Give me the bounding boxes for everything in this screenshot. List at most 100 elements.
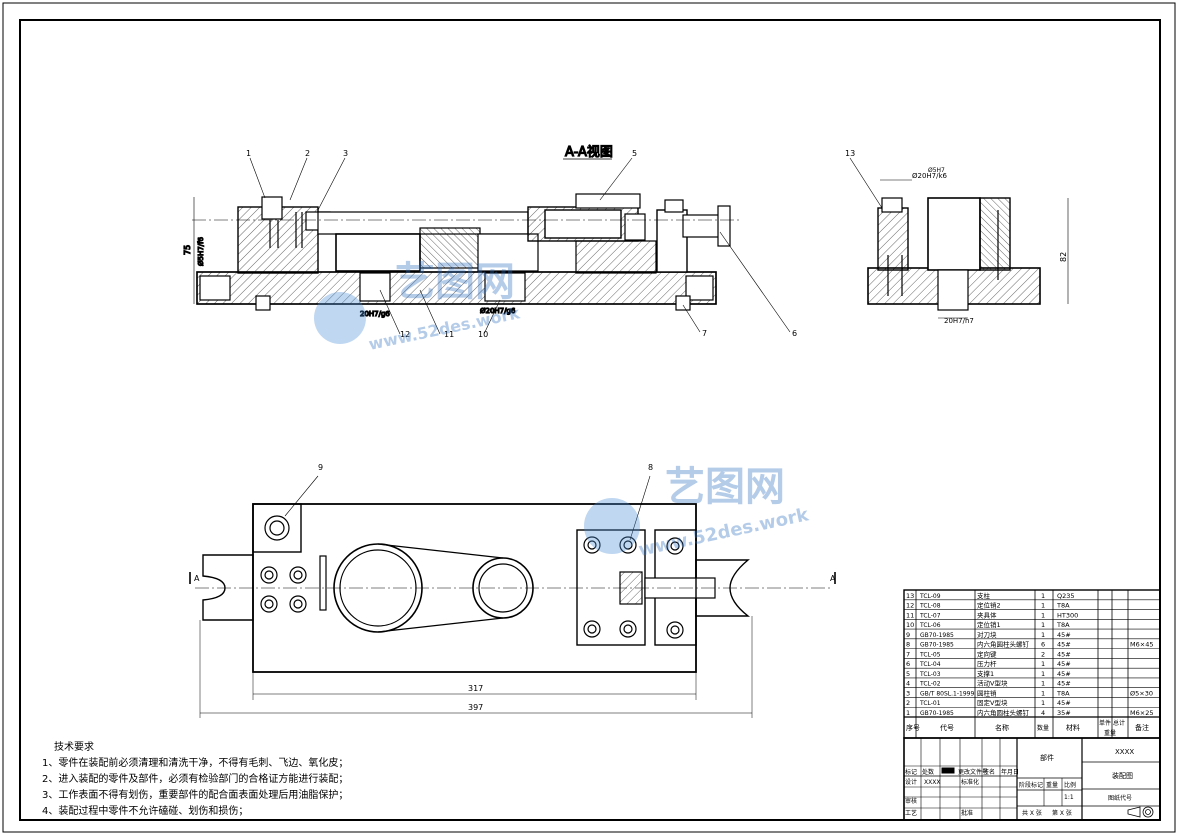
callout-9: 9 [318,463,323,472]
bom-cell-mat: 45# [1057,660,1071,668]
bom-cell-qty: 1 [1041,680,1045,688]
bom-cell-code: TCL-02 [919,681,941,688]
bom-header: 序号 代号 名称 数量 材料 单件 总计 重量 备注 [904,716,1160,737]
bom-cell-no: 10 [906,621,914,629]
callout-10: 10 [478,330,488,339]
tb-mark: 标记 [905,768,917,776]
dim-317: 317 [468,684,483,693]
tb-type: 装配图 [1112,771,1133,780]
bom-cell-code: TCL-05 [919,651,941,658]
bom-cell-mat: T8A [1056,689,1070,697]
callout-12: 12 [400,330,410,339]
bom-cell-code: TCL-09 [919,593,941,600]
technical-requirements: 技术要求 1、零件在装配前必须清理和清洗干净，不得有毛刺、飞边、氧化皮； 2、进… [42,740,348,820]
bom-row: 7 TCL-05 定向键 2 45# [904,649,1160,659]
bom-cell-mat: 45# [1057,650,1071,658]
bom-cell-name: 圆柱销 [977,688,997,697]
bom-cell-mat: Q235 [1057,592,1075,600]
bom-cell-name: 定向键 [977,649,997,658]
bom-cell-mat: 45# [1057,680,1071,688]
bom-cell-qty: 1 [1041,592,1045,600]
section-mark-left: A [194,574,200,583]
bom-cell-note: Ø5×30 [1130,689,1153,697]
watermark-url: www.52des.work [367,303,522,354]
projection-symbol [1127,806,1154,818]
bom-cell-name: 对刀块 [977,630,997,639]
bom-cell-qty: 6 [1041,641,1045,649]
dim-397: 397 [468,703,483,712]
bom-cell-mat: HT300 [1057,611,1078,619]
tb-part: 部件 [1040,753,1054,762]
bom-cell-no: 5 [906,670,910,678]
side-fit-top: Ø20H7/k6 [912,172,948,180]
watermark-2: 艺图网 www.52des.work [584,464,811,561]
title-block-text: 部件 XXXX 装配图 标记 处数 更改文件号 签名 年月日 设计 XXXX 标… [905,748,1134,817]
watermark-url-2: www.52des.work [637,504,812,561]
tb-stage: 阶段标记 [1019,781,1043,789]
tb-drawing-no: 图纸代号 [1108,794,1132,802]
front-callouts: 1 2 3 5 12 11 10 7 6 [246,149,797,339]
bom-cell-mat: 45# [1057,641,1071,649]
bom-cell-qty: 2 [1041,650,1045,658]
bom-cell-qty: 1 [1041,670,1045,678]
tech-item-2: 2、进入装配的零件及部件，必须有检验部门的合格证方能进行装配； [42,774,349,785]
watermark-brand-2: 艺图网 [665,464,785,510]
tb-sheets: 共 X 张 [1022,809,1042,817]
callout-11: 11 [444,330,454,339]
bom-cell-code: TCL-04 [919,661,941,668]
screw-group-left [260,566,307,613]
bom-cell-no: 9 [906,631,910,639]
bom-cell-mat: 45# [1057,699,1071,707]
side-fit-top2: Ø5H7 [928,167,945,174]
tb-review: 审核 [905,797,917,805]
tb-design: 设计 [905,778,917,786]
bom-cell-qty: 1 [1041,602,1045,610]
bom-cell-name: 压力杆 [977,659,997,668]
bom-cell-code: TCL-08 [919,603,941,610]
tb-weight: 重量 [1046,781,1058,789]
fit-20b: Ø20H7/g6 [480,307,516,315]
tb-scale: 1:1 [1064,794,1074,801]
tb-designer: XXXX [924,779,940,786]
bom-cell-note: M6×25 [1130,709,1153,717]
tb-approve: 批准 [961,809,973,817]
bom-h-note: 备注 [1135,723,1149,732]
bom-cell-code: GB70-1985 [920,710,954,717]
bom-cell-code: TCL-06 [919,622,941,629]
bom-cell-qty: 1 [1041,660,1045,668]
bom-h-unit: 单件 [1099,719,1111,727]
tb-date: 年月日 [1001,768,1019,776]
bom-cell-code: TCL-01 [919,700,941,707]
tb-count: 处数 [922,768,934,776]
bom-cell-code: GB70-1985 [920,642,954,649]
section-mark-right: A [830,574,836,583]
tb-code: XXXX [1115,748,1134,756]
bom-h-name: 名称 [995,723,1009,732]
callout-8: 8 [648,463,653,472]
bom-cell-qty: 1 [1041,621,1045,629]
bom-cell-no: 7 [906,650,910,658]
watermark-brand: 艺图网 [395,259,515,305]
bom-cell-code: TCL-07 [919,612,941,619]
tb-sign: 签名 [983,768,995,776]
inner-border [19,19,1161,821]
bom-cell-name: 定位销2 [977,601,1001,610]
callout-5: 5 [632,149,637,158]
bom-cell-qty: 1 [1041,631,1045,639]
callout-3: 3 [343,149,348,158]
side-height: 82 [1059,252,1068,262]
bom-cell-no: 11 [906,611,914,619]
side-view [849,157,1069,319]
tb-change: 更改文件号 [958,768,988,776]
